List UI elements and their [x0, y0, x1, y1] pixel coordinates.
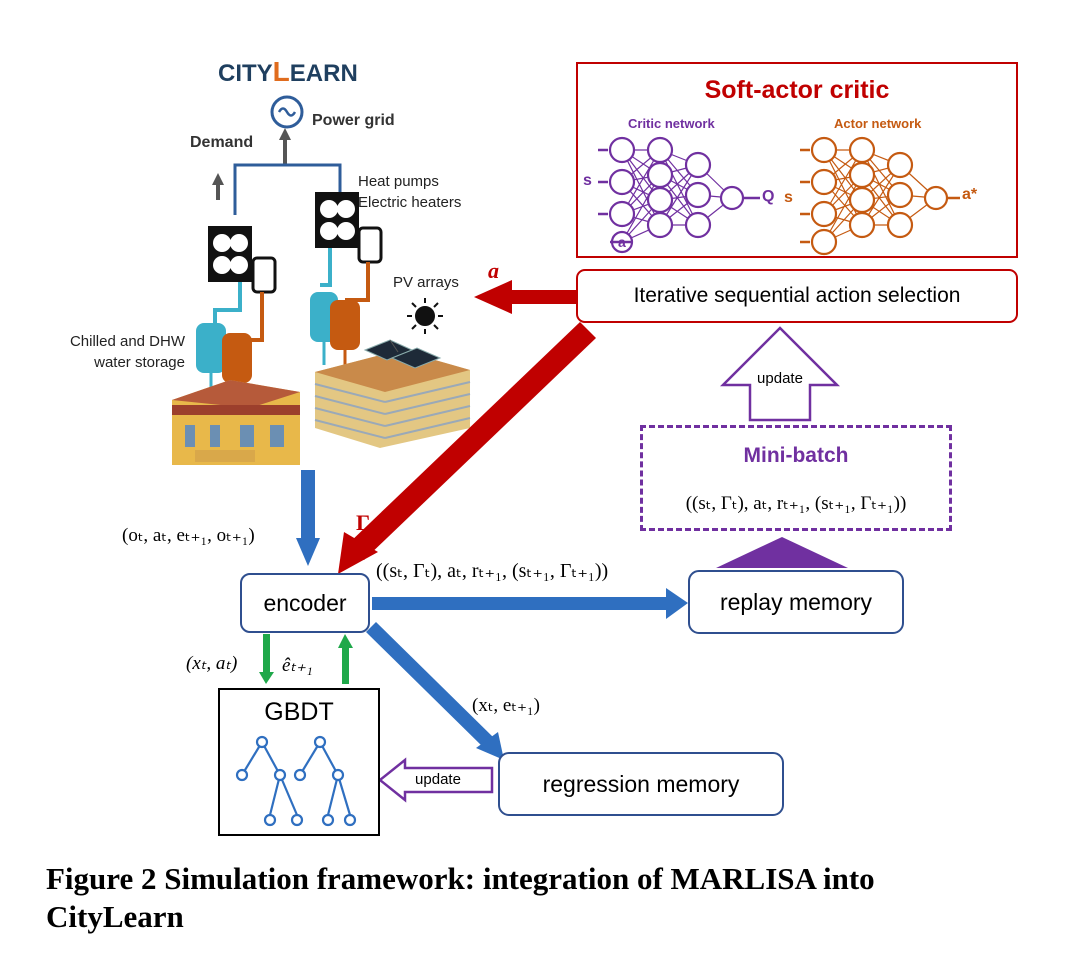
storage-label-1: Chilled and DHW [69, 333, 185, 350]
minibatch-title: Mini-batch [743, 444, 849, 467]
demand-label: Demand [190, 134, 254, 151]
gbdt-trees-icon [235, 735, 357, 827]
regression-memory-box: regression memory [498, 752, 784, 816]
critic-network [598, 136, 760, 254]
ehat-arrow [338, 634, 353, 684]
regression-memory-label: regression memory [542, 770, 740, 797]
logo-l: L [272, 56, 290, 87]
citylearn-logo: CITYLEARN [218, 56, 358, 88]
minibatch-tuple: ((sₜ, Γₜ), aₜ, rₜ₊₁, (sₜ₊₁, Γₜ₊₁)) [685, 493, 907, 514]
observation-tuple: (oₜ, aₜ, eₜ₊₁, oₜ₊₁) [122, 525, 255, 546]
encoder-to-regression-arrow [366, 622, 504, 760]
sun-icon [407, 298, 443, 334]
electric-heaters-label: Electric heaters [358, 194, 462, 211]
gbdt-box: GBDT [218, 688, 380, 836]
pv-arrays-label: PV arrays [393, 274, 459, 291]
xe-tuple: (xₜ, eₜ₊₁) [472, 695, 540, 716]
xa-arrow [259, 634, 274, 684]
logo-city: CITY [218, 60, 273, 87]
replay-memory-label: replay memory [719, 588, 873, 615]
encoder-box: encoder [240, 573, 370, 633]
encoder-to-replay-arrow [372, 588, 688, 619]
heat-pumps-label: Heat pumps [358, 173, 439, 190]
critic-input-s: s [583, 172, 592, 189]
replay-to-minibatch-triangle [716, 537, 848, 568]
transition-tuple: ((sₜ, Γₜ), aₜ, rₜ₊₁, (sₜ₊₁, Γₜ₊₁)) [376, 560, 609, 582]
critic-input-a: a [618, 234, 626, 250]
minibatch-box: Mini-batch ((sₜ, Γₜ), aₜ, rₜ₊₁, (sₜ₊₁, Γ… [640, 425, 952, 531]
actor-network [800, 136, 960, 256]
critic-output-q: Q [762, 188, 775, 205]
critic-network-label: Critic network [628, 116, 715, 131]
caption-line-1: Figure 2 Simulation framework: integrati… [46, 861, 875, 896]
actor-output-a: a* [962, 186, 978, 203]
update-arrow-top [719, 326, 841, 422]
encoder-label: encoder [263, 589, 347, 616]
gamma-arrow [338, 322, 596, 574]
obs-arrow [296, 470, 320, 566]
actor-network-label: Actor network [834, 116, 922, 131]
replay-memory-box: replay memory [688, 570, 904, 634]
action-arrow [474, 280, 576, 314]
iterative-action-box: Iterative sequential action selection [576, 269, 1018, 323]
update-arrow-bottom [377, 757, 494, 803]
e-hat-label: êₜ₊₁ [282, 655, 313, 676]
power-grid-label: Power grid [312, 112, 395, 129]
update-bottom-label: update [415, 771, 461, 788]
actor-input-s: s [784, 189, 793, 206]
action-symbol: a [488, 258, 499, 283]
iterative-action-label: Iterative sequential action selection [633, 284, 961, 307]
sac-title: Soft-actor critic [704, 76, 890, 104]
pv-panel-icon [363, 339, 442, 369]
update-top-label: update [757, 370, 803, 387]
building-illustration [172, 95, 471, 465]
gbdt-label: GBDT [264, 698, 334, 726]
gamma-symbol: Γ [356, 510, 370, 535]
xa-tuple: (xₜ, aₜ) [186, 653, 238, 674]
sac-box: Soft-actor critic [576, 62, 1018, 258]
caption-line-2: CityLearn [46, 899, 184, 934]
logo-earn: EARN [289, 60, 358, 87]
storage-label-2: water storage [94, 354, 185, 371]
figure-caption: Figure 2 Simulation framework: integrati… [46, 860, 1046, 936]
